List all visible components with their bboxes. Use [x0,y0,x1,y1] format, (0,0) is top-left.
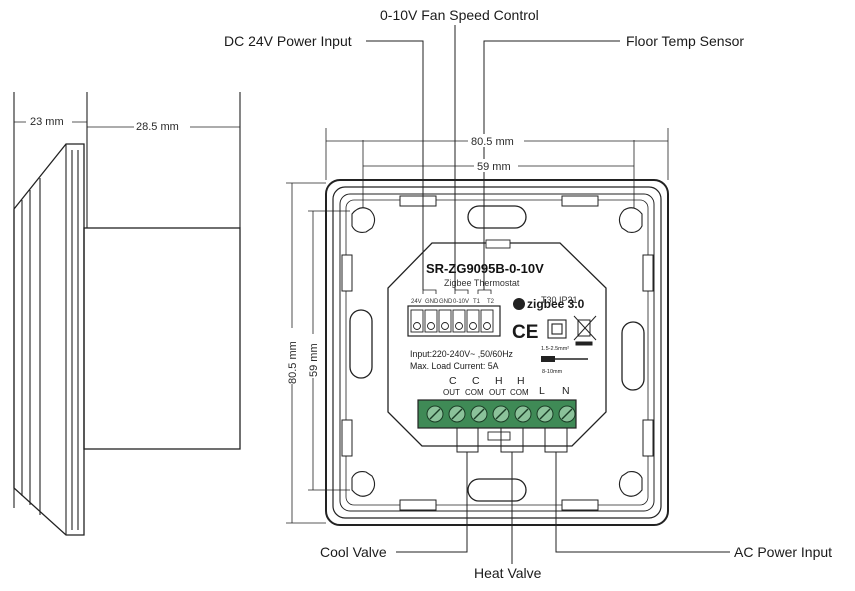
dim-side-depth-1: 23 mm [30,116,64,128]
terminal-sublabel: COM [510,388,529,397]
terminal-label: T2 [487,299,495,305]
dim-width-inner: 59 mm [477,161,511,173]
terminal-label: GND [425,299,439,305]
terminal-sublabel: COM [465,388,484,397]
ce-mark-icon: CE [512,322,538,343]
terminal-label: H [517,375,525,387]
load-rating: Max. Load Current: 5A [410,361,499,371]
dim-side-depth-2: 28.5 mm [136,121,179,133]
model-label: SR-ZG9095B-0-10V [426,261,544,276]
product-subtitle: Zigbee Thermostat [444,278,520,288]
low-voltage-terminal-block [407,305,501,337]
ratings-label: T30 IP21 [541,295,578,305]
callout-leaders [366,25,730,564]
double-insulation-icon [547,319,567,339]
dim-width-outer: 80.5 mm [471,136,514,148]
terminal-label: L [539,385,545,397]
terminal-label: GND [439,299,453,305]
callout-ac-power: AC Power Input [734,544,832,560]
terminal-label: 24V [411,299,422,305]
side-view [13,92,241,536]
zigbee-logo-icon [513,298,525,310]
wire-strip-icon [541,356,588,362]
mains-terminal-block [417,399,577,441]
input-rating: Input:220-240V~ ,50/60Hz [410,349,513,359]
main-terminal-labels: C C H H L N OUT COM OUT COM [443,375,570,397]
dimension-labels: 23 mm 28.5 mm 80.5 mm 59 mm 80.5 mm 59 m… [26,114,524,384]
small-terminal-labels: 24V GND GND 0-10V T1 T2 [411,299,495,305]
terminal-sublabel: OUT [443,388,460,397]
weee-bin-icon [573,315,597,346]
terminal-label: C [472,375,480,387]
terminal-label: C [449,375,457,387]
terminal-label: H [495,375,503,387]
callout-cool-valve: Cool Valve [320,544,387,560]
callout-heat-valve: Heat Valve [474,565,542,581]
zigbee-logo-text: zigbee 3.0 [527,297,585,311]
callout-dc-power: DC 24V Power Input [224,33,352,49]
callout-fan-speed: 0-10V Fan Speed Control [380,7,539,23]
terminal-label: T1 [473,299,481,305]
callout-floor-temp: Floor Temp Sensor [626,33,744,49]
wire-gauge-label: 1.5-2.5mm² [541,346,569,352]
terminal-label: 0-10V [453,299,469,305]
dim-height-inner: 59 mm [308,343,320,377]
strip-length-label: 8-10mm [542,369,563,375]
dim-height-outer: 80.5 mm [287,341,299,384]
back-view: SR-ZG9095B-0-10V Zigbee Thermostat T30 I… [286,128,669,526]
terminal-sublabel: OUT [489,388,506,397]
terminal-label: N [562,385,570,397]
